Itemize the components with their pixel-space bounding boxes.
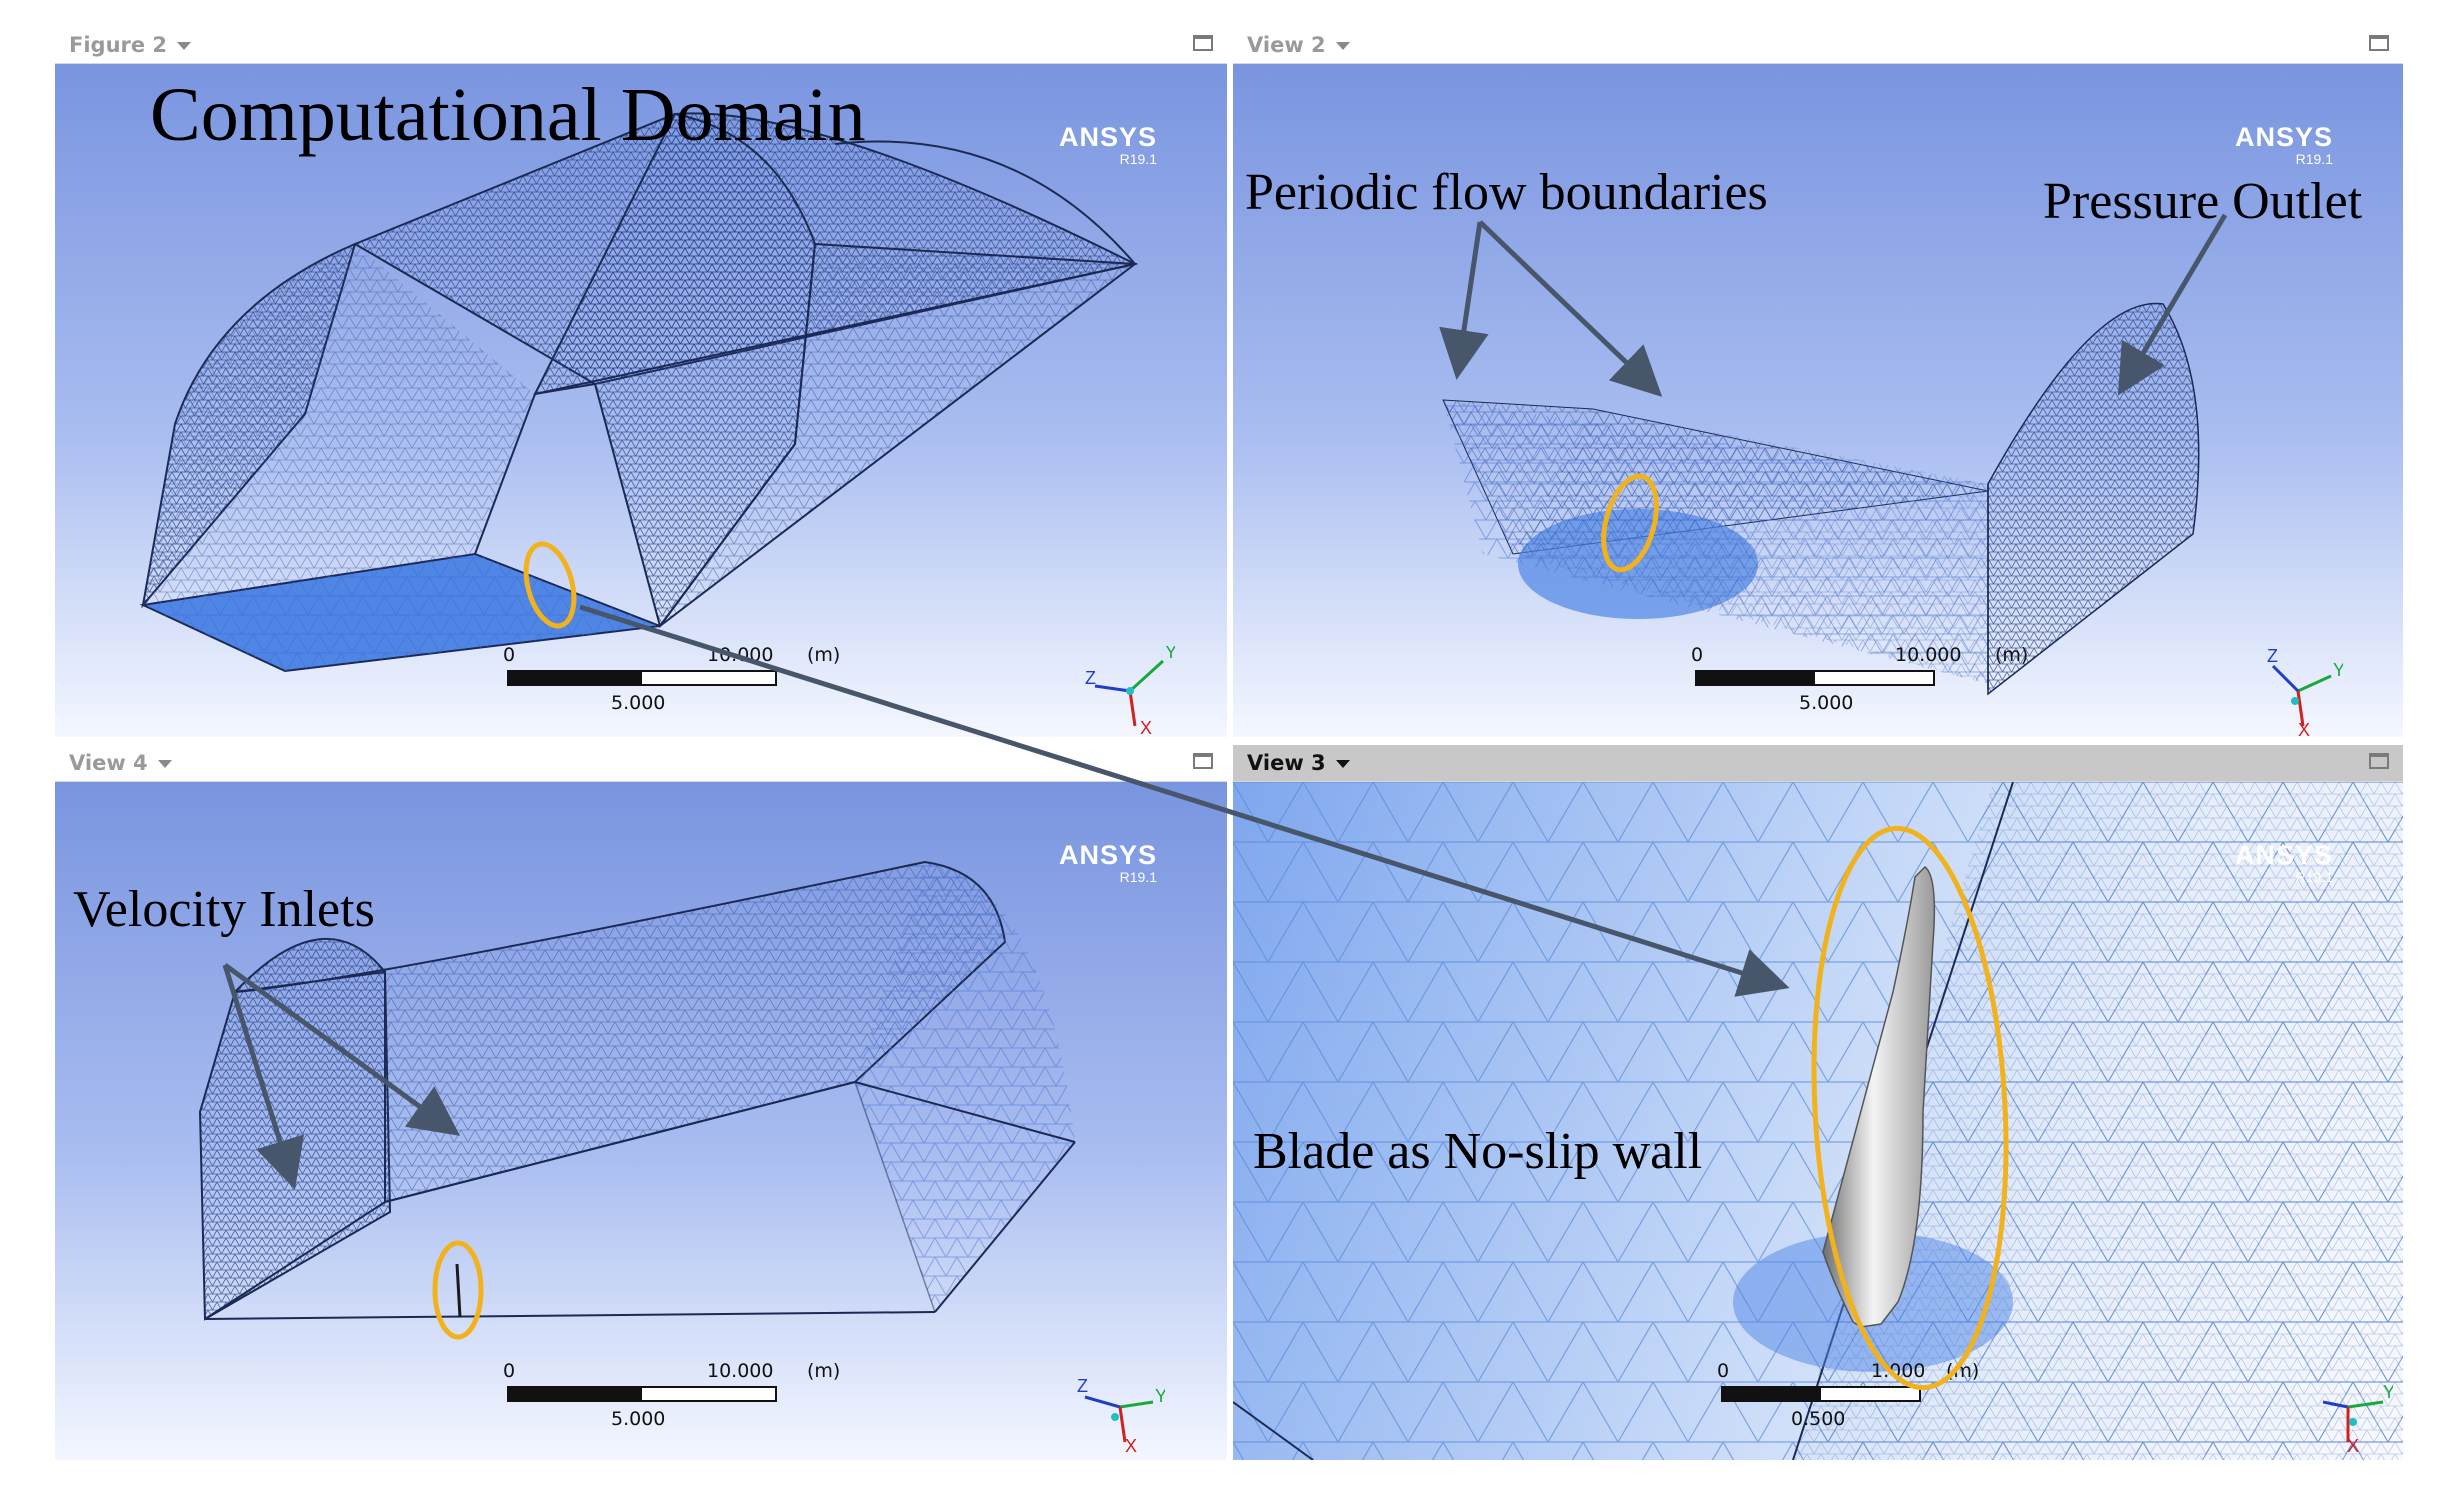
graphics-viewport[interactable]: ANSYS R19.1 0 10.000 (m) 5.000 Y Z X	[1233, 64, 2403, 737]
chevron-down-icon[interactable]	[157, 760, 172, 768]
svg-text:Z: Z	[1077, 1376, 1088, 1396]
svg-text:X: X	[1125, 1436, 1137, 1452]
panel-title[interactable]: View 2	[1247, 33, 1350, 57]
panel-header-view-3[interactable]: View 3	[1233, 745, 2403, 782]
svg-text:X: X	[2347, 1436, 2359, 1452]
panel-title[interactable]: View 3	[1247, 751, 1350, 775]
svg-text:Y: Y	[2383, 1382, 2393, 1402]
maximize-icon[interactable]	[1193, 35, 1213, 51]
maximize-icon[interactable]	[2369, 753, 2389, 769]
panel-title[interactable]: View 4	[69, 751, 172, 775]
panel-header-figure-2[interactable]: Figure 2	[55, 27, 1227, 64]
domain-mesh	[139, 112, 1138, 673]
panel-view-2: View 2 ANSYS R19.1 0 10.000 (m) 5.000	[1233, 27, 2403, 737]
axis-triad: Y Z X	[2267, 646, 2343, 736]
svg-text:Y: Y	[2333, 660, 2343, 680]
panel-title[interactable]: Figure 2	[69, 33, 192, 57]
svg-text:Y: Y	[1155, 1386, 1165, 1406]
label-computational-domain: Computational Domain	[150, 73, 866, 157]
chevron-down-icon[interactable]	[1335, 42, 1350, 50]
svg-text:X: X	[2298, 720, 2310, 736]
scale-bar: 0 10.000 (m) 5.000	[1691, 644, 2029, 714]
blade-mesh-closeup	[1233, 782, 2403, 1460]
axis-triad: Y Z X	[1085, 646, 1175, 736]
panel-header-view-4[interactable]: View 4	[55, 745, 1227, 782]
panel-view-4: View 4 ANSYS R19.1 0 10.000 (m) 5.000	[55, 745, 1227, 1460]
label-periodic-flow-boundaries: Periodic flow boundaries	[1245, 164, 1768, 221]
svg-text:X: X	[1140, 718, 1152, 736]
ansys-logo: ANSYS R19.1	[1058, 840, 1157, 885]
ansys-logo: ANSYS R19.1	[2234, 122, 2333, 167]
panel-view-3: View 3 ANSYS R19.1 0 1.000 (m) 0.500	[1233, 745, 2403, 1460]
maximize-icon[interactable]	[1193, 753, 1213, 769]
chevron-down-icon[interactable]	[177, 42, 192, 50]
panel-header-view-2[interactable]: View 2	[1233, 27, 2403, 64]
svg-text:Z: Z	[2267, 646, 2278, 666]
label-blade-no-slip-wall: Blade as No-slip wall	[1253, 1123, 1703, 1180]
label-velocity-inlets: Velocity Inlets	[73, 881, 375, 938]
ansys-logo: ANSYS R19.1	[1058, 122, 1157, 167]
svg-text:Z: Z	[1085, 668, 1096, 688]
scale-bar: 0 1.000 (m) 0.500	[1717, 1360, 1980, 1430]
scale-bar: 0 10.000 (m) 5.000	[503, 644, 841, 714]
ansys-logo: ANSYS R19.1	[2234, 840, 2333, 885]
graphics-viewport[interactable]: ANSYS R19.1 0 10.000 (m) 5.000 Y Z X	[55, 64, 1227, 737]
label-pressure-outlet: Pressure Outlet	[2043, 173, 2363, 230]
svg-text:Y: Y	[1165, 646, 1175, 662]
chevron-down-icon[interactable]	[1335, 760, 1350, 768]
scale-bar: 0 10.000 (m) 5.000	[503, 1360, 841, 1430]
maximize-icon[interactable]	[2369, 35, 2389, 51]
domain-mesh	[1442, 302, 2200, 696]
axis-triad: Y X	[2322, 1382, 2393, 1452]
axis-triad: Y Z X	[1077, 1376, 1165, 1452]
graphics-viewport[interactable]: ANSYS R19.1 0 1.000 (m) 0.500 Y X	[1233, 782, 2403, 1460]
